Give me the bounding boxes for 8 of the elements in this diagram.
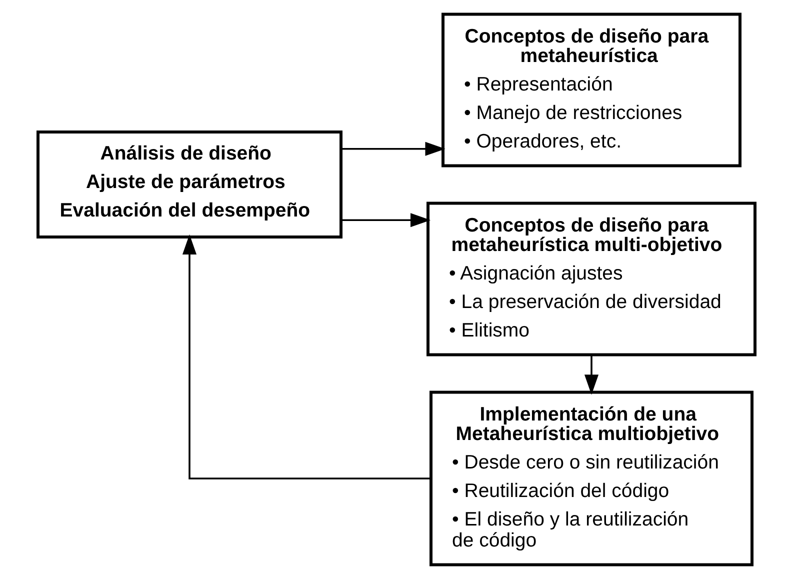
- node-box: Implementación de una Metaheurística multiobjetivo • Desde cero o sin reutilización • Reutilización del código • El diseño y la reutilización de código: [429, 390, 753, 566]
- node-box: Conceptos de diseño para metaheurística multi-objetivo • Asignación ajustes • La preservación de diversidad • Elitismo: [426, 202, 756, 356]
- arrow: [182, 234, 430, 480]
- node-box: Conceptos de diseño para metaheurística • Representación • Manejo de restricciones • Operadores, etc.: [441, 12, 741, 168]
- arrow: [340, 142, 445, 156]
- arrow: [340, 213, 430, 228]
- arrow: [584, 355, 598, 395]
- node-box: Análisis de diseño Ajuste de parámetros Evaluación del desempeño: [36, 130, 342, 238]
